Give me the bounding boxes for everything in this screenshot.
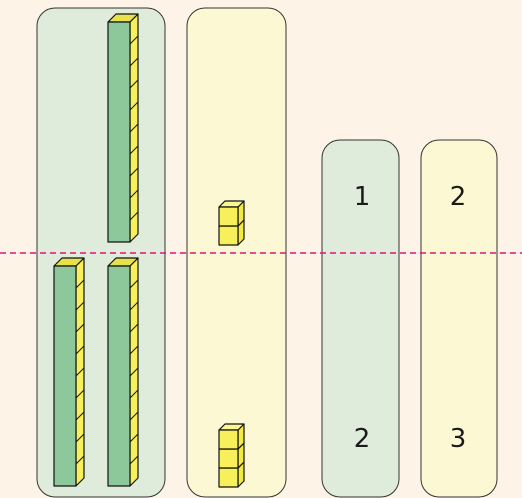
rod-segment-line — [129, 123, 139, 133]
rod-segment-line — [75, 411, 85, 421]
tens-digit-panel — [321, 139, 400, 498]
rod-front-face — [107, 265, 131, 487]
rod-segment-line — [129, 323, 139, 333]
rod-segment-line — [75, 455, 85, 465]
rod-segment-line — [129, 433, 139, 443]
rod-segment-line — [75, 367, 85, 377]
rod-segment-line — [129, 411, 139, 421]
rod-segment-line — [129, 455, 139, 465]
rod-segment-line — [129, 57, 139, 67]
rod-segment-line — [129, 345, 139, 355]
rod-segment-line — [129, 279, 139, 289]
row1-ones-digit: 2 — [450, 182, 467, 212]
rod-segment-line — [129, 79, 139, 89]
unit-cube — [218, 448, 239, 469]
rod-segment-line — [75, 279, 85, 289]
row2-ones-digit: 3 — [450, 424, 467, 454]
row2-tens-rod-2 — [107, 257, 139, 487]
row1-tens-rod-1 — [107, 13, 139, 243]
row2-unit-cubes — [218, 423, 245, 488]
rod-segment-line — [75, 301, 85, 311]
unit-cube — [218, 467, 239, 488]
rod-segment-line — [75, 323, 85, 333]
rod-segment-line — [129, 301, 139, 311]
base-ten-blocks — [53, 13, 245, 488]
rod-front-face — [53, 265, 77, 487]
rod-segment-line — [129, 101, 139, 111]
rod-segment-line — [129, 189, 139, 199]
rod-front-face — [107, 21, 131, 243]
rod-segment-line — [129, 367, 139, 377]
rod-segment-line — [75, 345, 85, 355]
rod-segment-line — [129, 389, 139, 399]
unit-cube — [218, 225, 239, 246]
unit-cube — [218, 206, 239, 227]
rod-segment-line — [129, 167, 139, 177]
ones-digit-panel — [420, 139, 498, 498]
rod-segment-line — [75, 433, 85, 443]
rod-segment-line — [129, 35, 139, 45]
row2-tens-digit: 2 — [354, 424, 371, 454]
rod-segment-line — [129, 145, 139, 155]
row1-tens-digit: 1 — [354, 182, 371, 212]
unit-cube — [218, 429, 239, 450]
rod-segment-line — [129, 211, 139, 221]
rod-segment-line — [75, 389, 85, 399]
row1-unit-cubes — [218, 200, 245, 246]
row2-tens-rod-1 — [53, 257, 85, 487]
